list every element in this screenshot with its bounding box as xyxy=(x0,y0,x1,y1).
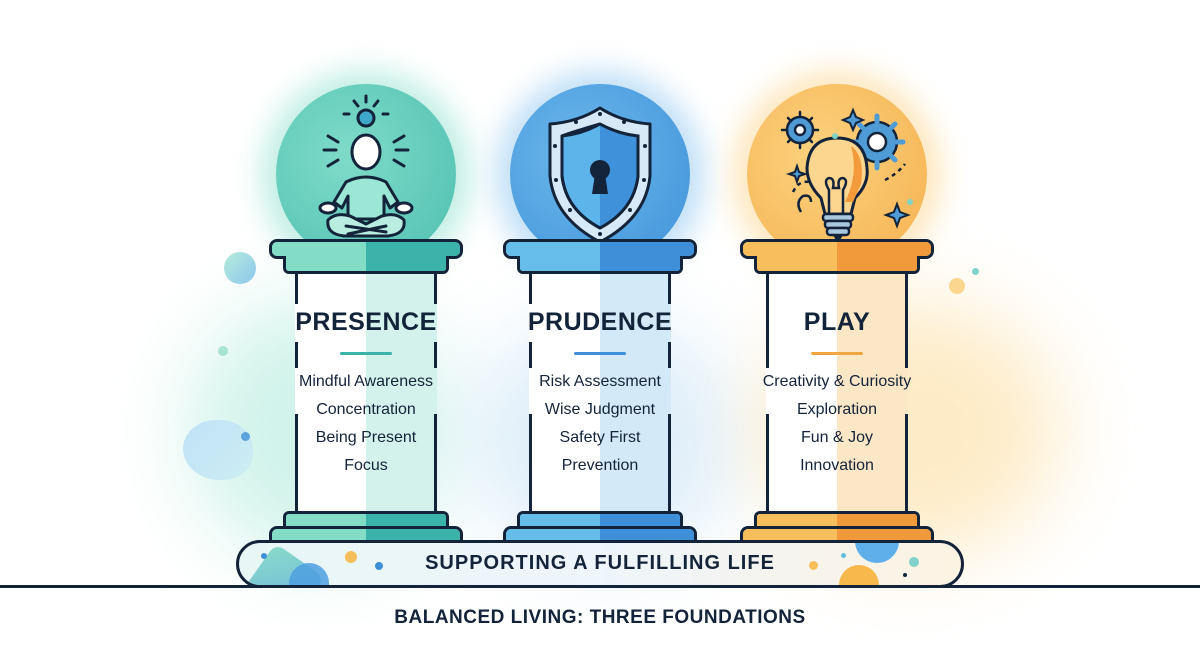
pillar-item: Concentration xyxy=(316,401,416,418)
pillar-base-upper xyxy=(517,511,683,529)
decorative-circle xyxy=(839,565,879,585)
pillar-divider xyxy=(811,352,863,355)
decorative-dot xyxy=(218,346,228,356)
pillar-divider xyxy=(340,352,392,355)
pillar-item: Innovation xyxy=(800,457,874,474)
pillar-item: Mindful Awareness xyxy=(299,373,433,390)
pillar-item: Exploration xyxy=(796,401,878,418)
decorative-blob xyxy=(183,420,253,480)
decorative-dot xyxy=(909,557,919,567)
page-title: BALANCED LIVING: THREE FOUNDATIONS xyxy=(394,607,806,628)
pillar-base-upper xyxy=(754,511,920,529)
meditation-person-icon xyxy=(276,84,456,264)
decorative-dot xyxy=(261,553,267,559)
pillar-item: Being Present xyxy=(315,429,417,446)
pillar-item: Risk Assessment xyxy=(539,373,661,390)
pillar-item: Safety First xyxy=(559,429,641,446)
pillar-title: PRUDENCE xyxy=(527,308,673,336)
gear-icon xyxy=(780,110,820,150)
pillar-item-list: Risk Assessment Wise Judgment Safety Fir… xyxy=(495,368,705,480)
pillar-shaft xyxy=(295,274,437,511)
pillar-capital-lower xyxy=(754,256,920,274)
pillar-item: Creativity & Curiosity xyxy=(762,373,912,390)
decorative-dot xyxy=(903,573,907,577)
decorative-dot xyxy=(972,268,979,275)
pillar-item-list: Mindful Awareness Concentration Being Pr… xyxy=(261,368,471,480)
decorative-dot xyxy=(241,432,250,441)
decorative-dot xyxy=(949,278,965,294)
pillar-title: PRESENCE xyxy=(295,308,437,336)
pillar-item: Focus xyxy=(344,457,388,474)
decorative-dot xyxy=(841,553,846,558)
pillar-divider xyxy=(574,352,626,355)
pillar-item: Fun & Joy xyxy=(800,429,874,446)
pillar-capital-lower xyxy=(283,256,449,274)
pillar-play: PLAY Creativity & Curiosity Exploration … xyxy=(732,70,942,546)
pillar-presence: PRESENCE Mindful Awareness Concentration… xyxy=(261,70,471,546)
decorative-circle xyxy=(289,563,329,585)
pillar-shaft xyxy=(766,274,908,511)
pillar-item-list: Creativity & Curiosity Exploration Fun &… xyxy=(732,368,942,480)
foundation-banner: SUPPORTING A FULFILLING LIFE xyxy=(236,540,964,588)
banner-text: SUPPORTING A FULFILLING LIFE xyxy=(425,552,775,574)
pillar-prudence: PRUDENCE Risk Assessment Wise Judgment S… xyxy=(495,70,705,546)
pillar-item: Prevention xyxy=(561,457,639,474)
pillar-item: Wise Judgment xyxy=(544,401,656,418)
pillar-capital-lower xyxy=(517,256,683,274)
pillar-base-upper xyxy=(283,511,449,529)
gear-icon xyxy=(848,113,906,171)
decorative-circle xyxy=(855,543,899,563)
pillar-shaft xyxy=(529,274,671,511)
lightbulb-gears-icon xyxy=(747,84,927,264)
pillar-title: PLAY xyxy=(803,308,871,336)
shield-keyhole-icon xyxy=(510,84,690,264)
decorative-circle xyxy=(224,252,256,284)
decorative-dot xyxy=(345,551,357,563)
decorative-dot xyxy=(809,561,818,570)
decorative-dot xyxy=(375,562,383,570)
